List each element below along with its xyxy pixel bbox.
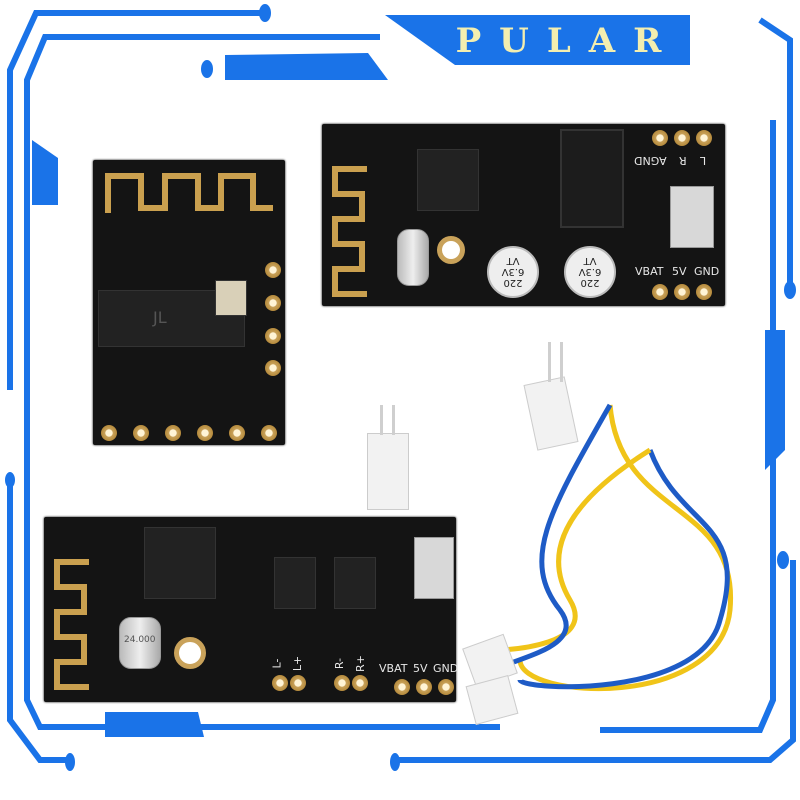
- label-r-minus: R-: [333, 657, 347, 670]
- connector-pin: [380, 405, 383, 435]
- label-l: L: [700, 154, 707, 167]
- pad: [165, 425, 181, 441]
- label-gnd: GND: [433, 662, 459, 675]
- pad: [265, 262, 281, 278]
- pad-r-minus: [334, 675, 350, 691]
- main-ic: [417, 149, 479, 211]
- crystal: [397, 229, 429, 286]
- label-r-plus: R+: [353, 655, 367, 672]
- label-l-plus: L+: [291, 655, 305, 672]
- label-vbat: VBAT: [635, 265, 664, 278]
- pad: [261, 425, 277, 441]
- crystal-component: [215, 280, 247, 316]
- label-5v: 5V: [672, 265, 687, 278]
- antenna-trace: [105, 173, 273, 213]
- pad-gnd: [438, 679, 454, 695]
- label-vbat: VBAT: [379, 662, 408, 675]
- pad-vbat: [394, 679, 410, 695]
- label-r: R: [679, 154, 687, 167]
- board-with-amp: 24.000 L- L+ R- R+ VBAT 5V GND: [44, 517, 459, 702]
- jst-connector: [367, 433, 409, 510]
- connector-pin: [392, 405, 395, 435]
- amp-ic-right: [334, 557, 376, 609]
- pad: [197, 425, 213, 441]
- brand-logo: PULAR: [455, 20, 680, 61]
- mounting-hole: [437, 236, 465, 264]
- chip-logo: JL: [153, 308, 167, 327]
- antenna-trace: [54, 559, 89, 690]
- pad: [133, 425, 149, 441]
- pad-l-minus: [272, 675, 288, 691]
- small-module: JL: [93, 160, 285, 445]
- label-gnd: GND: [694, 265, 720, 278]
- wire-cable: [497, 403, 734, 692]
- audio-jack: [560, 129, 624, 228]
- header-pin-vbat: [652, 284, 668, 300]
- pad: [229, 425, 245, 441]
- main-ic: [144, 527, 216, 599]
- header-pin-gnd: [696, 284, 712, 300]
- pad-5v: [416, 679, 432, 695]
- pad-r-plus: [352, 675, 368, 691]
- label-l-minus: L-: [270, 658, 284, 669]
- pad: [265, 295, 281, 311]
- pad: [101, 425, 117, 441]
- header-pin-r: [674, 130, 690, 146]
- connector-pin: [560, 342, 563, 382]
- pad: [265, 360, 281, 376]
- crystal-marking: 24.000: [124, 635, 156, 645]
- antenna-trace: [332, 166, 367, 297]
- connector-pin: [548, 342, 551, 382]
- header-pin-5v: [674, 284, 690, 300]
- label-5v: 5V: [413, 662, 428, 675]
- crystal: [119, 617, 161, 669]
- micro-usb-port: [414, 537, 454, 599]
- header-pin-l: [696, 130, 712, 146]
- mounting-hole: [174, 637, 206, 669]
- pad-l-plus: [290, 675, 306, 691]
- label-agnd: AGND: [634, 154, 667, 167]
- header-pin-agnd: [652, 130, 668, 146]
- micro-usb-port: [670, 186, 714, 248]
- amp-ic-left: [274, 557, 316, 609]
- pad: [265, 328, 281, 344]
